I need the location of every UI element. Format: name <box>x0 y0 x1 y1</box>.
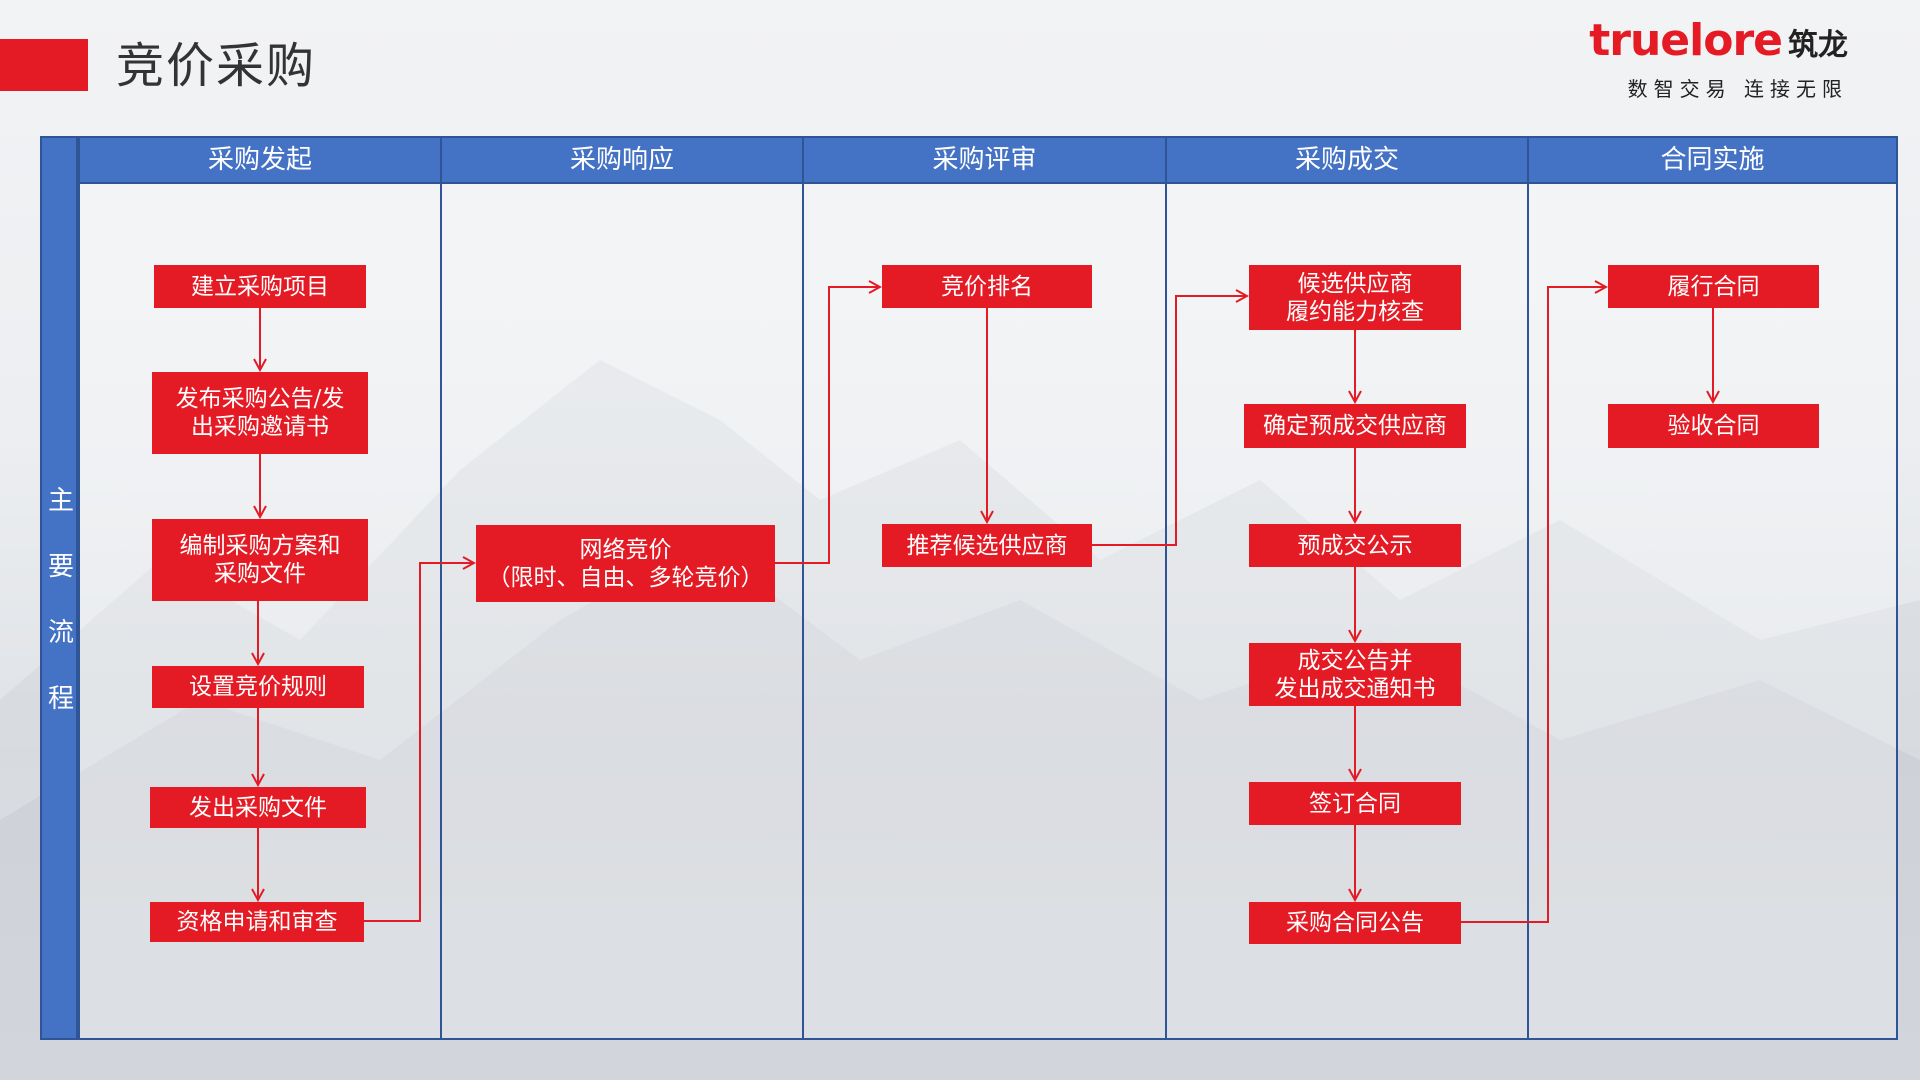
step-perform-contract: 履行合同 <box>1608 265 1819 308</box>
side-label-char: 程 <box>47 684 74 714</box>
side-label-char: 要 <box>47 552 74 582</box>
step-create-project: 建立采购项目 <box>154 265 366 308</box>
step-online-bidding: 网络竞价 （限时、自由、多轮竞价） <box>476 525 775 602</box>
step-contract-announcement: 采购合同公告 <box>1249 902 1461 944</box>
lane-header: 采购成交 <box>1167 138 1527 184</box>
step-pre-deal-publicity: 预成交公示 <box>1249 524 1461 567</box>
side-label-char: 流 <box>47 618 74 648</box>
step-qualification-review: 资格申请和审查 <box>150 902 364 942</box>
lane-header: 合同实施 <box>1529 138 1896 184</box>
side-lane: 主 要 流 程 <box>40 136 78 1040</box>
lane-header: 采购响应 <box>442 138 802 184</box>
step-issue-documents: 发出采购文件 <box>150 787 366 828</box>
side-lane-label: 主 要 流 程 <box>42 468 80 732</box>
logo-tagline: 数智交易 连接无限 <box>1627 77 1848 101</box>
step-confirm-supplier: 确定预成交供应商 <box>1244 404 1466 448</box>
step-sign-contract: 签订合同 <box>1249 782 1461 825</box>
step-set-bidding-rules: 设置竞价规则 <box>152 666 364 708</box>
step-capability-check: 候选供应商 履约能力核查 <box>1249 265 1461 330</box>
step-bid-ranking: 竞价排名 <box>882 265 1092 308</box>
step-prepare-documents: 编制采购方案和 采购文件 <box>152 519 368 601</box>
step-recommend-candidates: 推荐候选供应商 <box>882 524 1092 567</box>
step-publish-notice: 发布采购公告/发 出采购邀请书 <box>152 372 368 454</box>
page-title: 竞价采购 <box>116 38 317 94</box>
step-accept-contract: 验收合同 <box>1608 404 1819 448</box>
logo-brand: truelore <box>1589 15 1783 66</box>
lane-header: 采购评审 <box>804 138 1165 184</box>
lane-header: 采购发起 <box>80 138 440 184</box>
title-accent-bar <box>0 39 88 91</box>
side-label-char: 主 <box>47 486 74 516</box>
logo-brand-cn: 筑龙 <box>1788 28 1848 63</box>
step-deal-announcement: 成交公告并 发出成交通知书 <box>1249 643 1461 706</box>
